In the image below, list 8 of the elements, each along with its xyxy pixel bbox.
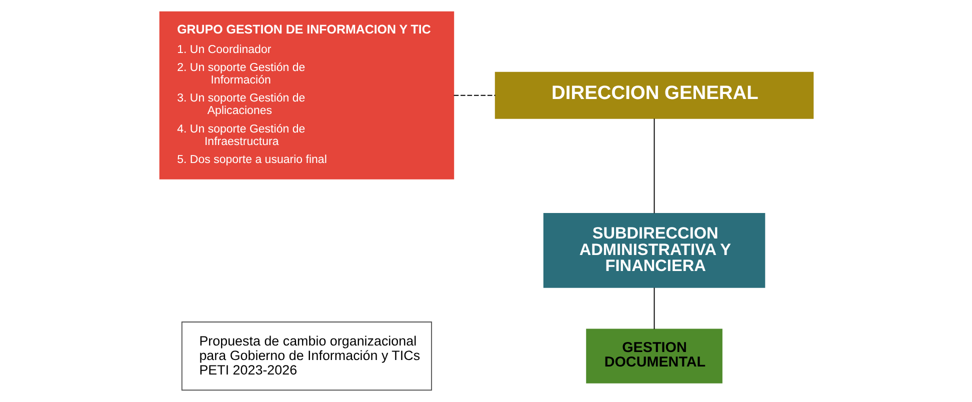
node-box: GRUPO GESTION DE INFORMACION Y TIC 1. Un Coordinador 2. Un soporte Gestión de Información 3. Un soporte Gestión de Aplicaciones 4. Un soporte Gestión de Infraestructura 5. Dos soporte a usuario final — [158, 11, 454, 180]
connector — [653, 287, 654, 330]
node-box: Propuesta de cambio organizacional para Gobierno de Información y TICs PETI 2023-2026 — [180, 321, 432, 391]
node-box: SUBDIRECCION ADMINISTRATIVA Y FINANCIERA — [542, 213, 765, 288]
node-box: GESTION DOCUMENTAL — [586, 328, 722, 384]
connector — [653, 118, 654, 214]
connector — [452, 94, 496, 96]
node-box: DIRECCION GENERAL — [494, 72, 814, 119]
